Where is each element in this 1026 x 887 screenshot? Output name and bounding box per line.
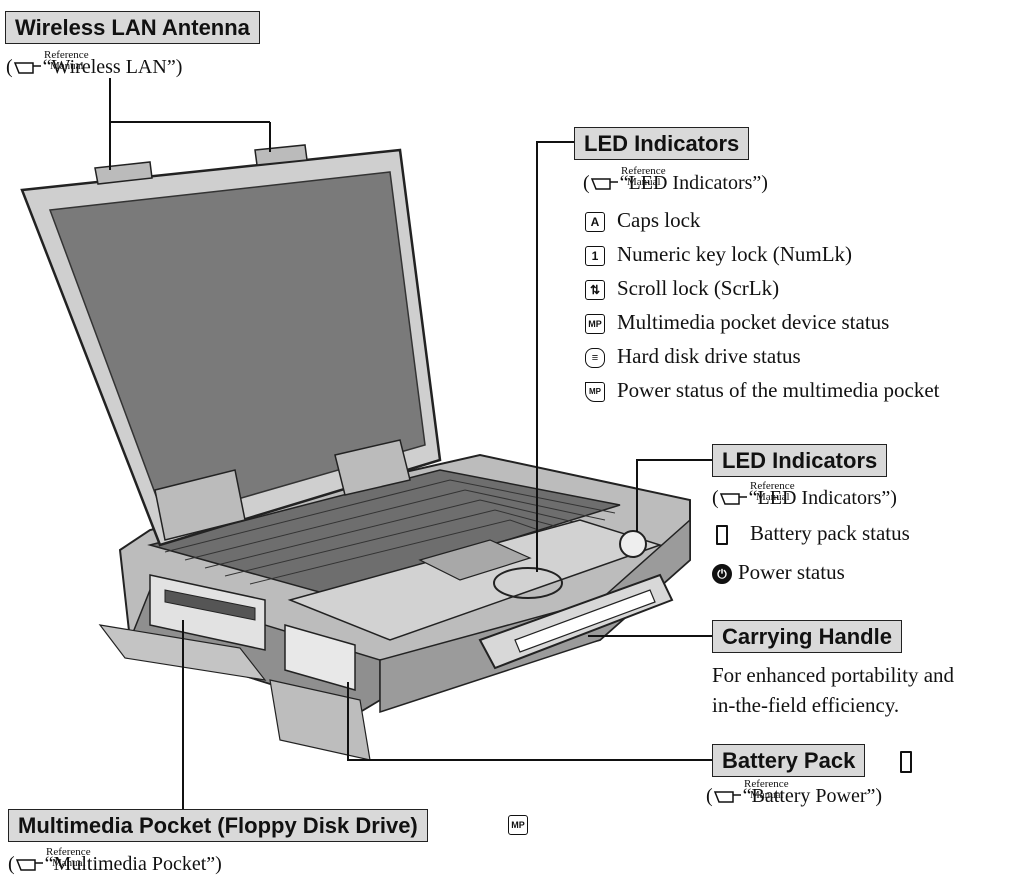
multimedia-pocket-label: Multimedia Pocket (Floppy Disk Drive) — [8, 809, 428, 842]
led-indicators-top-label: LED Indicators — [574, 127, 750, 160]
led-indicators-bottom-label: LED Indicators — [712, 444, 888, 477]
led-battery-pack: Battery pack status — [712, 521, 910, 546]
pointing-hand-icon — [590, 175, 620, 193]
power-icon: ⏻ — [712, 564, 732, 585]
multimedia-pocket-icon: MP — [585, 314, 605, 335]
pointing-hand-icon — [15, 856, 45, 874]
caps-lock-icon: A — [585, 212, 605, 233]
battery-icon — [716, 525, 728, 546]
led-hard-disk: ≡Hard disk drive status — [585, 344, 801, 369]
carrying-handle-label: Carrying Handle — [712, 620, 902, 653]
multimedia-pocket-icon: MP — [508, 815, 528, 835]
reference-text: “Wireless LAN”) — [42, 56, 183, 78]
carrying-handle-description: For enhanced portability and in-the-fiel… — [712, 663, 955, 717]
pointing-hand-icon — [719, 490, 749, 508]
multimedia-pocket-power-icon: MP — [585, 382, 605, 403]
battery-pack-label: Battery Pack — [712, 744, 866, 777]
led-power-status: ⏻Power status — [712, 560, 845, 585]
wireless-lan-antenna-label: Wireless LAN Antenna — [5, 11, 260, 44]
battery-icon — [900, 751, 912, 773]
hard-disk-icon: ≡ — [585, 348, 605, 369]
numeric-lock-icon: 1 — [585, 246, 605, 267]
led-scroll-lock: ⇅Scroll lock (ScrLk) — [585, 276, 779, 301]
pointing-hand-icon — [13, 59, 43, 77]
pointing-hand-icon — [713, 788, 743, 806]
scroll-lock-icon: ⇅ — [585, 280, 605, 301]
